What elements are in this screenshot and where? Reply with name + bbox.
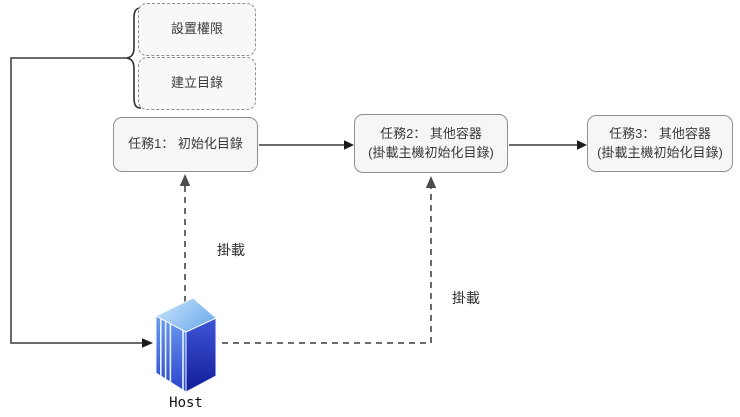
node-create-directory: 建立目錄: [138, 57, 256, 110]
node-task3-subtitle: (掛載主機初始化目錄): [597, 144, 723, 160]
host-feed-arrowhead: [142, 338, 153, 348]
mount-arrow-host-task2-head: [425, 176, 437, 188]
node-set-permissions: 設置權限: [138, 3, 256, 56]
mount-label-1: 掛載: [217, 242, 245, 258]
node-task3-title: 任務3： 其他容器: [609, 125, 711, 141]
node-task2: 任務2： 其他容器 (掛載主機初始化目錄): [354, 114, 508, 173]
node-task2-title: 任務2： 其他容器: [380, 125, 482, 141]
mount-arrow-host-task2: [222, 186, 432, 344]
host-label: Host: [169, 395, 203, 411]
node-set-permissions-label: 設置權限: [170, 21, 223, 37]
node-task2-subtitle: (掛載主機初始化目錄): [368, 144, 494, 160]
node-task1-title: 任務1： 初始化目錄: [128, 136, 243, 152]
mount-arrow-host-task1-head: [179, 174, 191, 186]
arrow-task1-task2-head: [344, 140, 354, 150]
arrow-task2-task3-head: [577, 140, 587, 150]
node-task3: 任務3： 其他容器 (掛載主機初始化目錄): [587, 115, 733, 172]
node-task1: 任務1： 初始化目錄: [113, 117, 258, 172]
host-feed-line: [10, 57, 143, 344]
mount-label-2: 掛載: [452, 290, 480, 306]
host-icon: [154, 297, 217, 393]
node-create-directory-label: 建立目錄: [170, 75, 223, 91]
